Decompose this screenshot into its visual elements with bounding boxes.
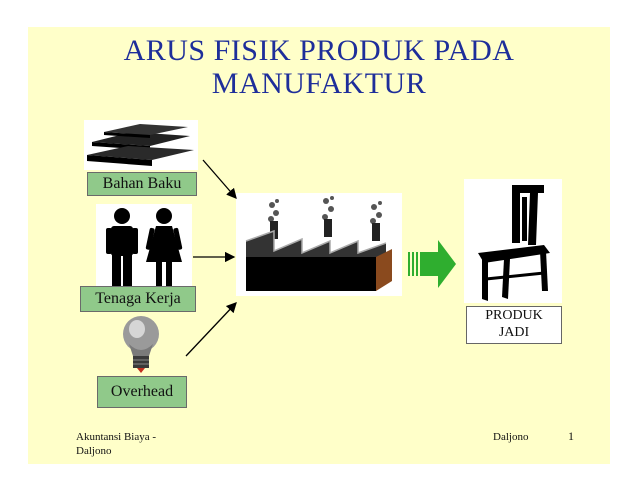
footer-left: Akuntansi Biaya - Daljono — [76, 430, 156, 458]
title-line-1: ARUS FISIK PRODUK PADA — [123, 34, 515, 67]
light-bulb-icon — [115, 314, 167, 374]
slide-title: ARUS FISIK PRODUK PADA MANUFAKTUR — [0, 34, 638, 100]
tenaga-kerja-label: Tenaga Kerja — [80, 286, 196, 312]
overhead-label: Overhead — [97, 376, 187, 408]
factory-icon — [236, 193, 402, 296]
title-line-2: MANUFAKTUR — [211, 67, 427, 100]
bahan-baku-label: Bahan Baku — [87, 172, 197, 196]
big-output-arrow — [408, 240, 456, 288]
chair-icon — [464, 179, 562, 303]
footer-author: Daljono — [493, 431, 529, 443]
produk-jadi-label: PRODUK JADI — [466, 306, 562, 344]
produk-jadi-line-2: JADI — [498, 325, 530, 340]
arrow-overhead — [185, 302, 237, 357]
footer-left-line-2: Daljono — [76, 445, 112, 457]
material-stack-icon — [84, 120, 198, 170]
workers-icon — [96, 204, 192, 288]
page-number: 1 — [568, 429, 574, 443]
footer-left-line-1: Akuntansi Biaya - — [76, 431, 157, 443]
produk-jadi-line-1: PRODUK — [485, 308, 543, 323]
arrow-bahan-baku — [202, 159, 237, 199]
